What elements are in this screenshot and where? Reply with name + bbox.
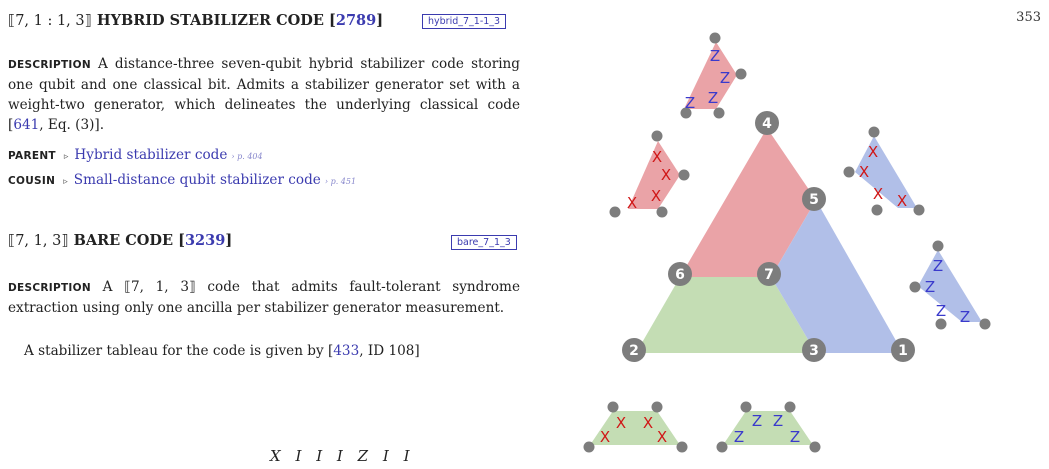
tableau-entry: I — [295, 447, 302, 465]
svg-text:Z: Z — [925, 278, 935, 296]
title-bracket-open: ⟦ — [8, 13, 16, 29]
entry-tag-hybrid[interactable]: hybrid_7_1-1_3 — [422, 14, 507, 29]
vertex-7: 7 — [757, 262, 781, 286]
title-ref-open: [ — [328, 12, 336, 29]
title-bracket-open: ⟦ — [8, 233, 16, 249]
svg-text:X: X — [859, 163, 869, 181]
vertex-4: 4 — [755, 111, 779, 135]
svg-text:X: X — [651, 187, 661, 205]
vertex-2: 2 — [622, 338, 646, 362]
svg-text:X: X — [661, 166, 671, 184]
vertex-5: 5 — [802, 187, 826, 211]
svg-text:Z: Z — [960, 308, 970, 326]
svg-text:5: 5 — [809, 192, 819, 208]
green-face — [636, 277, 816, 353]
svg-text:1: 1 — [898, 343, 908, 359]
red-z-stabilizer: Z Z Z Z — [680, 32, 747, 119]
description-tail: , Eq. (3)]. — [39, 117, 105, 133]
title-bracket-close: ⟧ — [61, 233, 69, 249]
entry-tag-bare[interactable]: bare_7_1_3 — [451, 235, 517, 250]
svg-text:Z: Z — [708, 89, 718, 107]
description-hybrid: DESCRIPTION A distance-three seven-qubit… — [8, 54, 520, 135]
title-params: 7, 1 : 1, 3 — [15, 13, 85, 29]
tableau-entry: X — [270, 447, 281, 465]
blue-x-stabilizer: X X X X — [843, 126, 925, 216]
svg-text:X: X — [897, 192, 907, 210]
cousin-line: COUSIN ▹ Small-distance qubit stabilizer c… — [8, 172, 356, 188]
title-ref-link[interactable]: 3239 — [184, 232, 226, 249]
svg-text:3: 3 — [809, 343, 819, 359]
title-bracket-close: ⟧ — [84, 13, 92, 29]
svg-text:Z: Z — [710, 47, 720, 65]
parent-page-ref[interactable]: › p. 404 — [231, 152, 263, 161]
red-x-stabilizer: X X X X — [609, 130, 690, 218]
red-face — [680, 128, 816, 277]
svg-text:X: X — [657, 428, 667, 446]
vertex-6: 6 — [668, 262, 692, 286]
title-ref-close: ] — [225, 232, 233, 249]
description-text: A distance-three seven-qubit hybrid stab… — [8, 56, 520, 133]
svg-text:Z: Z — [685, 94, 695, 112]
svg-text:Z: Z — [734, 428, 744, 446]
blue-z-stabilizer: Z Z Z Z — [909, 240, 991, 330]
green-x-stabilizer: X X X X — [583, 401, 688, 453]
title-ref-open: [ — [178, 232, 185, 249]
description-label: DESCRIPTION — [8, 59, 91, 71]
green-z-stabilizer: Z Z Z Z — [716, 401, 821, 453]
svg-text:7: 7 — [764, 267, 774, 283]
tableau-entry: I — [336, 447, 343, 465]
tableau-intro-text: A stabilizer tableau for the code is giv… — [24, 343, 334, 359]
cousin-link[interactable]: Small-distance qubit stabilizer code — [73, 172, 321, 188]
svg-text:Z: Z — [720, 69, 730, 87]
title-name: HYBRID STABILIZER CODE — [96, 12, 324, 29]
vertex-3: 3 — [802, 338, 826, 362]
triangle-right-icon: ▹ — [63, 177, 68, 187]
page-number: 353 — [1016, 10, 1041, 25]
svg-text:Z: Z — [752, 412, 762, 430]
parent-link[interactable]: Hybrid stabilizer code — [74, 147, 228, 163]
svg-text:X: X — [873, 185, 883, 203]
entry-title-bare: ⟦7, 1, 3⟧ BARE CODE [3239] — [8, 232, 232, 249]
svg-text:Z: Z — [936, 302, 946, 320]
description-text: A ⟦7, 1, 3⟧ code that admits fault-toler… — [8, 279, 520, 316]
svg-text:Z: Z — [773, 412, 783, 430]
cousin-label: COUSIN — [8, 175, 56, 187]
citation-link[interactable]: 433 — [333, 343, 360, 359]
title-params: 7, 1, 3 — [15, 233, 62, 249]
triangle-right-icon: ▹ — [63, 152, 69, 162]
cousin-page-ref[interactable]: › p. 451 — [324, 177, 357, 186]
blue-face — [771, 200, 903, 353]
steane-triangle-figure: 4 5 6 7 2 3 1 Z Z Z Z X X X X X X X X Z — [583, 32, 991, 453]
svg-text:X: X — [643, 414, 653, 432]
parent-line: PARENT ▹ Hybrid stabilizer code› p. 404 — [8, 147, 263, 163]
svg-text:X: X — [616, 414, 626, 432]
svg-text:Z: Z — [790, 428, 800, 446]
title-ref-close: ] — [376, 12, 384, 29]
parent-label: PARENT — [8, 150, 56, 162]
svg-text:Z: Z — [933, 257, 943, 275]
description-bare: DESCRIPTION A ⟦7, 1, 3⟧ code that admits… — [8, 277, 520, 318]
svg-text:X: X — [600, 428, 610, 446]
svg-text:X: X — [652, 148, 662, 166]
citation-link[interactable]: 641 — [13, 117, 40, 133]
tableau-entry: Z — [357, 447, 369, 465]
tableau-entry: I — [316, 447, 323, 465]
svg-text:X: X — [868, 143, 878, 161]
description-label: DESCRIPTION — [8, 282, 91, 294]
title-ref-link[interactable]: 2789 — [335, 12, 377, 29]
svg-text:6: 6 — [675, 267, 685, 283]
entry-title-hybrid: ⟦7, 1 : 1, 3⟧ HYBRID STABILIZER CODE [27… — [8, 12, 383, 29]
title-name: BARE CODE — [73, 232, 174, 249]
tableau-intro-tail: , ID 108] — [359, 343, 420, 359]
svg-text:4: 4 — [762, 116, 772, 132]
tableau-entry: I — [403, 447, 410, 465]
tableau-entry: I — [382, 447, 389, 465]
tableau-intro: A stabilizer tableau for the code is giv… — [8, 341, 520, 361]
svg-text:X: X — [627, 194, 637, 212]
tableau-row: X I I I Z I I — [270, 447, 410, 465]
svg-text:2: 2 — [629, 343, 639, 359]
vertex-1: 1 — [891, 338, 915, 362]
